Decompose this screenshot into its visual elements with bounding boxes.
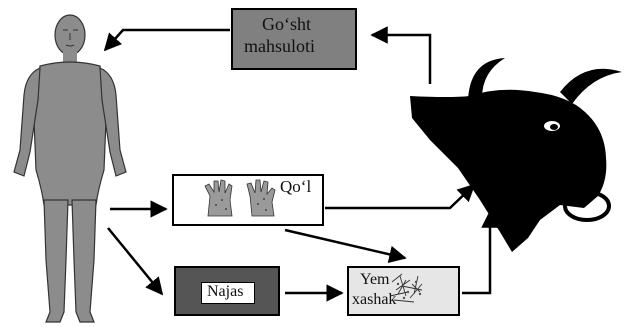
feed-label-line1: Yem xyxy=(360,271,390,288)
meat-product-label-line1: Go‘sht xyxy=(262,14,311,34)
hand-box xyxy=(172,174,324,226)
arrow-feed-to-bull xyxy=(462,210,499,295)
human-torso xyxy=(33,61,107,206)
arrow-hand-to-bull xyxy=(325,183,476,210)
human-right-arm xyxy=(99,67,127,177)
bull-left-horn xyxy=(468,58,505,100)
feces-label-box xyxy=(201,282,255,304)
arrow-human-to-feces xyxy=(107,227,164,296)
bull-head-shape xyxy=(410,89,607,252)
feed-box xyxy=(347,266,460,316)
feed-label-line2: xashak xyxy=(352,291,397,308)
bull-right-horn xyxy=(560,68,622,104)
arrow-hand-to-feed xyxy=(284,228,407,263)
left-hand-icon xyxy=(204,179,233,217)
meat-product-box xyxy=(231,8,357,70)
bull-nose-ring xyxy=(563,190,611,222)
arrow-meat-to-human xyxy=(103,28,230,52)
meat-product-label-line2: mahsuloti xyxy=(244,36,315,56)
human-left-arm xyxy=(13,67,41,177)
human-right-leg xyxy=(71,199,97,323)
human-left-leg xyxy=(43,199,69,323)
feces-label: Najas xyxy=(207,283,244,300)
right-hand-icon xyxy=(246,179,276,217)
arrow-bull-to-meat xyxy=(370,26,432,84)
hand-label: Qo‘l xyxy=(280,177,312,196)
